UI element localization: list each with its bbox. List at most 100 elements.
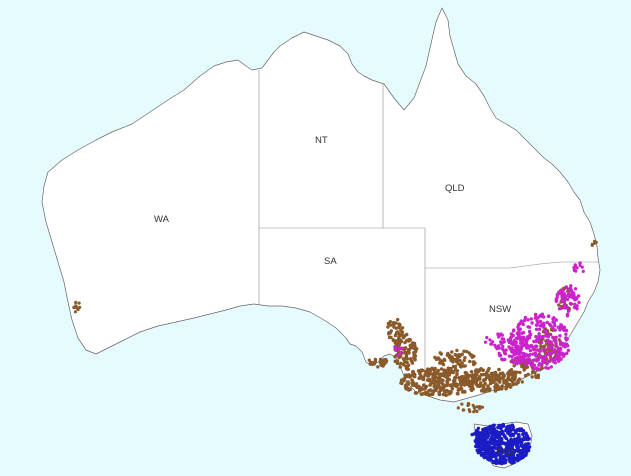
occurrence-point [507, 447, 512, 452]
occurrence-point [481, 372, 486, 377]
occurrence-point [510, 376, 514, 380]
occurrence-point [517, 351, 521, 356]
occurrence-point [397, 322, 401, 326]
occurrence-point [486, 443, 490, 448]
occurrence-point [419, 392, 424, 397]
occurrence-point [526, 372, 530, 376]
occurrence-point [513, 442, 517, 446]
occurrence-point [523, 373, 528, 378]
occurrence-point [382, 363, 386, 367]
occurrence-point [460, 377, 465, 382]
occurrence-point [425, 391, 430, 396]
occurrence-point [460, 352, 464, 356]
occurrence-point [474, 368, 479, 372]
occurrence-point [564, 332, 568, 336]
occurrence-point [560, 351, 564, 355]
occurrence-point [530, 321, 534, 325]
occurrence-point [77, 301, 81, 305]
occurrence-point [487, 366, 491, 371]
occurrence-point [522, 445, 527, 450]
occurrence-point [513, 340, 517, 344]
occurrence-point [542, 360, 546, 364]
occurrence-point [538, 349, 542, 353]
occurrence-point [545, 320, 549, 325]
occurrence-point [557, 325, 561, 330]
occurrence-point [516, 379, 520, 383]
occurrence-point [401, 362, 406, 367]
occurrence-point [521, 343, 526, 348]
occurrence-point [389, 335, 393, 339]
occurrence-point [493, 370, 498, 375]
occurrence-point [400, 326, 405, 330]
occurrence-point [502, 381, 506, 385]
occurrence-point [562, 325, 566, 329]
occurrence-point [493, 429, 497, 434]
occurrence-point [437, 375, 442, 380]
occurrence-point [406, 348, 411, 352]
occurrence-point [549, 365, 553, 369]
occurrence-point [495, 440, 499, 445]
occurrence-point [508, 347, 512, 351]
occurrence-point [515, 370, 519, 374]
occurrence-point [539, 313, 543, 317]
occurrence-point [520, 380, 524, 384]
occurrence-point [512, 437, 517, 442]
occurrence-point [507, 452, 512, 457]
occurrence-point [465, 349, 469, 354]
occurrence-point [439, 372, 444, 376]
occurrence-point [554, 318, 558, 322]
occurrence-point [518, 370, 522, 375]
occurrence-point [560, 295, 564, 299]
occurrence-point [480, 446, 485, 451]
occurrence-point [486, 373, 491, 378]
occurrence-point [443, 358, 447, 362]
occurrence-point [566, 348, 571, 353]
occurrence-point [490, 340, 494, 345]
occurrence-point [525, 335, 529, 339]
occurrence-point [511, 382, 516, 387]
occurrence-point [388, 323, 393, 327]
occurrence-point [408, 387, 413, 392]
occurrence-point [545, 362, 549, 366]
occurrence-point [593, 239, 597, 243]
occurrence-point [543, 330, 548, 335]
occurrence-point [531, 352, 535, 356]
occurrence-point [393, 345, 397, 349]
occurrence-point [547, 333, 551, 337]
occurrence-point [564, 285, 569, 290]
occurrence-point [565, 342, 569, 346]
occurrence-point [562, 292, 566, 296]
occurrence-point [464, 374, 469, 378]
occurrence-point [520, 354, 525, 358]
occurrence-point [534, 327, 539, 331]
occurrence-point [424, 371, 428, 376]
occurrence-point [387, 332, 391, 336]
occurrence-point [555, 345, 559, 349]
occurrence-point [538, 319, 543, 324]
occurrence-point [72, 305, 76, 310]
occurrence-point [567, 295, 572, 299]
occurrence-point [535, 319, 539, 323]
occurrence-point [411, 370, 415, 374]
occurrence-point [542, 347, 546, 352]
occurrence-point [496, 344, 501, 348]
occurrence-point [451, 370, 455, 375]
occurrence-point [562, 300, 566, 304]
occurrence-point [499, 426, 503, 431]
occurrence-point [458, 364, 463, 369]
occurrence-point [479, 435, 483, 439]
occurrence-point [516, 446, 520, 450]
occurrence-point [496, 374, 501, 378]
occurrence-point [512, 364, 516, 368]
occurrence-point [494, 446, 499, 451]
occurrence-point [526, 442, 531, 446]
occurrence-point [399, 378, 404, 383]
occurrence-point [534, 344, 538, 348]
occurrence-point [481, 378, 486, 383]
occurrence-point [474, 371, 479, 376]
occurrence-point [567, 289, 571, 293]
occurrence-point [489, 445, 494, 450]
occurrence-point [450, 350, 454, 354]
state-labels: WA NT QLD SA NSW [154, 135, 511, 315]
occurrence-point [468, 353, 473, 357]
